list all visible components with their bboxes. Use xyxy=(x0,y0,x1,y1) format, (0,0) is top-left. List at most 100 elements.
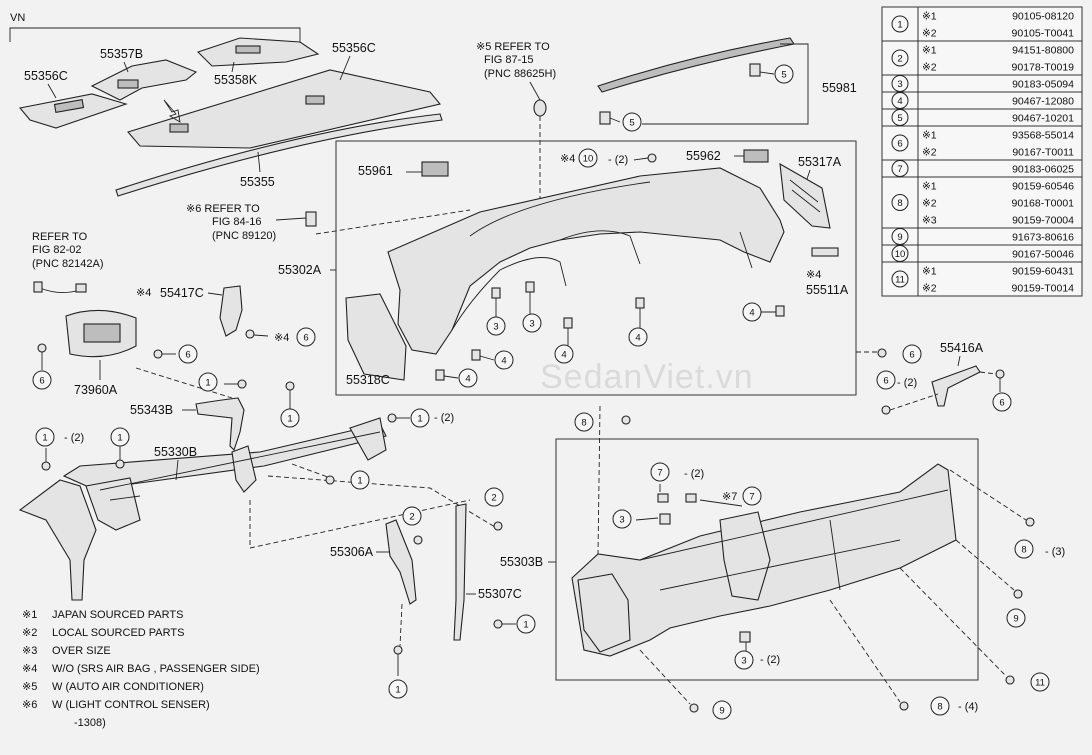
callout-6[interactable]: 6 xyxy=(296,327,316,347)
callout-6[interactable]: 6 xyxy=(876,370,896,390)
qty-3: - (2) xyxy=(760,654,780,666)
table-mark: ※2 xyxy=(922,198,937,210)
callout-3[interactable]: 3 xyxy=(612,509,632,529)
pad-slot xyxy=(169,123,189,133)
bolt-6 xyxy=(153,349,163,359)
callout-1[interactable]: 1 xyxy=(350,470,370,490)
part-label-55306a: 55306A xyxy=(330,545,374,559)
callout-1[interactable]: 1 xyxy=(35,427,55,447)
part-label-55355: 55355 xyxy=(240,175,275,189)
callout-circle xyxy=(296,327,316,347)
callout-3[interactable]: 3 xyxy=(522,313,542,333)
callout-5[interactable]: 5 xyxy=(774,64,794,84)
part-label-73960a: 73960A xyxy=(74,383,118,397)
reinforcement-55303b[interactable] xyxy=(571,463,957,657)
dash-leader xyxy=(249,463,501,549)
part-label-55417c: 55417C xyxy=(160,286,204,300)
callout-number: 6 xyxy=(999,398,1004,409)
ref82-line2: FIG 82-02 xyxy=(32,244,82,256)
leader xyxy=(253,334,269,337)
callout-6[interactable]: 6 xyxy=(178,344,198,364)
callout-4[interactable]: 4 xyxy=(554,344,574,364)
callout-3[interactable]: 3 xyxy=(734,650,754,670)
sensor-89120[interactable] xyxy=(305,211,317,227)
trim-strip-55355[interactable] xyxy=(115,113,443,197)
brace-55306a[interactable] xyxy=(385,519,417,605)
callout-number: 11 xyxy=(1035,678,1045,689)
callout-6[interactable]: 6 xyxy=(32,370,52,390)
callout-1[interactable]: 1 xyxy=(198,372,218,392)
callout-7[interactable]: 7 xyxy=(650,462,670,482)
callout-4[interactable]: 4 xyxy=(742,302,762,322)
callout-circle xyxy=(742,302,762,322)
callout-1[interactable]: 1 xyxy=(516,614,536,634)
callout-8[interactable]: 8 xyxy=(1014,539,1034,559)
callout-circle xyxy=(574,412,594,432)
brace-55307c[interactable] xyxy=(453,503,467,641)
callout-4[interactable]: 4 xyxy=(494,350,514,370)
table-part-number: 90105-08120 xyxy=(1012,11,1074,23)
dash-panel-55302a[interactable] xyxy=(387,167,785,355)
table-part-number: 90159-T0014 xyxy=(1012,283,1075,295)
callout-circle xyxy=(350,470,370,490)
bolt-1 xyxy=(237,379,247,389)
callout-1[interactable]: 1 xyxy=(110,427,130,447)
clip-3 xyxy=(739,631,751,643)
callout-1[interactable]: 1 xyxy=(388,679,408,699)
callout-6[interactable]: 6 xyxy=(992,392,1012,412)
pad-55355-large[interactable] xyxy=(127,69,441,149)
table-callout-number: 1 xyxy=(897,20,902,31)
vent-55962[interactable] xyxy=(743,149,769,163)
bracket-55343b[interactable] xyxy=(195,397,245,452)
callout-number: 3 xyxy=(741,656,746,667)
bracket-55417c[interactable] xyxy=(219,285,243,337)
table-part-number: 90159-60546 xyxy=(1012,181,1074,193)
callout-9[interactable]: 9 xyxy=(712,700,732,720)
callout-8[interactable]: 8 xyxy=(930,696,950,716)
pad-55357b[interactable] xyxy=(90,59,198,101)
callout-1[interactable]: 1 xyxy=(280,408,300,428)
ref6-line3: (PNC 89120) xyxy=(212,230,276,242)
pad-55356c-left[interactable] xyxy=(18,93,128,129)
sensor-88625h[interactable] xyxy=(533,99,547,117)
callout-6[interactable]: 6 xyxy=(902,344,922,364)
callout-number: 9 xyxy=(1013,614,1018,625)
table-callout-number: 2 xyxy=(897,54,902,65)
pad-slot xyxy=(235,45,261,54)
defroster-nozzle-55981[interactable] xyxy=(597,37,795,93)
callout-8[interactable]: 8 xyxy=(574,412,594,432)
panel-55317a[interactable] xyxy=(779,162,831,229)
callout-5[interactable]: 5 xyxy=(622,112,642,132)
callout-4[interactable]: 4 xyxy=(458,368,478,388)
part-55511a[interactable] xyxy=(811,247,839,257)
callout-1[interactable]: 1 xyxy=(410,408,430,428)
mark-4b: ※4 xyxy=(806,269,821,281)
bolt-9 xyxy=(689,703,699,713)
clip-7 xyxy=(657,493,669,503)
bolt-8 xyxy=(899,701,909,711)
vent-55961[interactable] xyxy=(421,161,449,177)
callout-11[interactable]: 11 xyxy=(1030,672,1050,692)
callout-2[interactable]: 2 xyxy=(402,506,422,526)
callout-number: 6 xyxy=(39,376,44,387)
reinforcement-55330b[interactable] xyxy=(18,417,387,601)
panel-ribs xyxy=(789,179,821,213)
table-mark: ※1 xyxy=(922,181,937,193)
table-callout-circle xyxy=(891,49,909,67)
callout-3[interactable]: 3 xyxy=(486,316,506,336)
callout-4[interactable]: 4 xyxy=(628,327,648,347)
callout-10[interactable]: 10 xyxy=(578,148,598,168)
mark-4d: ※4 xyxy=(274,332,289,344)
callout-9[interactable]: 9 xyxy=(1006,608,1026,628)
clip-5 xyxy=(749,63,761,77)
table-part-number: 90159-70004 xyxy=(1012,215,1074,227)
part-label-55303b: 55303B xyxy=(500,555,543,569)
callout-7[interactable]: 7 xyxy=(742,486,762,506)
panel-55318c[interactable] xyxy=(345,293,407,381)
part-label-55981: 55981 xyxy=(822,81,857,95)
bolt-1 xyxy=(387,413,397,423)
callout-2[interactable]: 2 xyxy=(484,487,504,507)
wire-82142a[interactable] xyxy=(39,287,81,293)
bracket-55416a[interactable] xyxy=(931,365,981,407)
